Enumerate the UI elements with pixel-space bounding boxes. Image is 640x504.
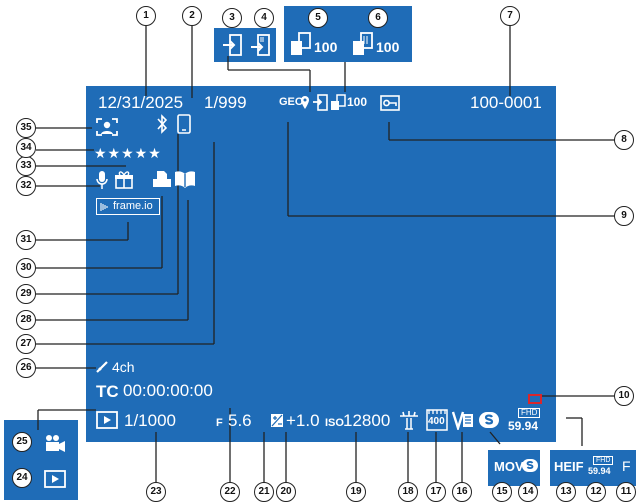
stabilization-s-icon bbox=[478, 410, 500, 430]
transfer-order-large-icon bbox=[290, 32, 312, 56]
transfer-count: 100 bbox=[347, 95, 368, 109]
iso-prefix: ISO bbox=[325, 417, 344, 429]
print-order-icon bbox=[152, 170, 172, 189]
image-transfer-order-icon bbox=[330, 94, 346, 111]
callout-28: 28 bbox=[16, 310, 36, 330]
timecode: 00:00:00:00 bbox=[123, 381, 213, 400]
film-simulation-icon: 400 bbox=[426, 409, 448, 431]
iso-value: 12800 bbox=[343, 411, 391, 430]
location-pin-icon bbox=[300, 95, 310, 111]
callout-34: 34 bbox=[16, 138, 36, 158]
callout-8: 8 bbox=[614, 130, 634, 150]
movie-format: FHD bbox=[518, 408, 541, 418]
callout-11: 11 bbox=[616, 482, 636, 502]
exposure-comp-value: +1.0 bbox=[286, 411, 320, 430]
white-balance-icon bbox=[398, 410, 420, 430]
inset-frame-rate: 59.94 bbox=[588, 466, 611, 476]
inset-fhd: FHD bbox=[593, 456, 614, 465]
inset-file-type: HEIF bbox=[554, 459, 584, 474]
callout-14: 14 bbox=[518, 482, 538, 502]
callout-box-5-6 bbox=[284, 6, 412, 62]
camera-display-screen bbox=[86, 86, 556, 442]
photobook-icon bbox=[174, 170, 196, 188]
inset-movie-format: MOV bbox=[494, 459, 524, 474]
aperture-prefix: F bbox=[216, 417, 223, 429]
bluetooth-icon bbox=[156, 114, 168, 134]
callout-17: 17 bbox=[426, 482, 446, 502]
movie-camera-icon bbox=[44, 434, 66, 452]
callout-33: 33 bbox=[16, 156, 36, 176]
callout-26: 26 bbox=[16, 358, 36, 378]
callout-7: 7 bbox=[500, 6, 520, 26]
protect-key-icon bbox=[380, 95, 400, 111]
playback-large-icon bbox=[44, 470, 66, 488]
timecode-prefix: TC bbox=[96, 382, 119, 401]
callout-25: 25 bbox=[12, 432, 32, 452]
audio-channels: 4ch bbox=[112, 359, 135, 375]
callout-29: 29 bbox=[16, 284, 36, 304]
frame-number: 100-0001 bbox=[470, 93, 542, 112]
callout-23: 23 bbox=[146, 482, 166, 502]
playback-mode-icon bbox=[96, 411, 118, 429]
geo-tag-label: GEO bbox=[279, 96, 304, 108]
rating-stars: ★★★★★ bbox=[94, 145, 162, 161]
callout-27: 27 bbox=[16, 334, 36, 354]
transfer-out-large-icon bbox=[250, 34, 270, 56]
exposure-comp-icon bbox=[270, 413, 284, 428]
callout-10: 10 bbox=[614, 386, 634, 406]
shooting-date: 12/31/2025 bbox=[98, 93, 184, 112]
dynamic-range-icon bbox=[452, 410, 474, 430]
transfer-in-icon bbox=[312, 94, 328, 111]
callout-1: 1 bbox=[136, 6, 156, 26]
frame-rate: 59.94 bbox=[508, 419, 539, 433]
callout-21: 21 bbox=[254, 482, 274, 502]
callout-19: 19 bbox=[346, 482, 366, 502]
shutter-speed: 1/1000 bbox=[124, 411, 176, 430]
aperture-value: 5.6 bbox=[228, 411, 252, 430]
frameio-label: frame.io bbox=[113, 200, 153, 212]
box6-count: 100 bbox=[376, 39, 400, 55]
callout-31: 31 bbox=[16, 230, 36, 250]
callout-2: 2 bbox=[182, 6, 202, 26]
film-simulation-value: 400 bbox=[428, 416, 445, 427]
gift-icon bbox=[114, 170, 134, 189]
callout-16: 16 bbox=[452, 482, 472, 502]
callout-30: 30 bbox=[16, 258, 36, 278]
callout-35: 35 bbox=[16, 118, 36, 138]
frameio-badge: frame.io bbox=[96, 198, 160, 215]
inset-s-icon bbox=[522, 458, 538, 473]
callout-24: 24 bbox=[12, 468, 32, 488]
callout-32: 32 bbox=[16, 176, 36, 196]
frames-remaining: 1/999 bbox=[204, 93, 247, 112]
callout-22: 22 bbox=[220, 482, 240, 502]
callout-20: 20 bbox=[276, 482, 296, 502]
recording-warning-icon bbox=[528, 394, 542, 404]
smartphone-icon bbox=[177, 114, 191, 134]
face-detection-icon bbox=[96, 118, 118, 136]
callout-3: 3 bbox=[222, 8, 242, 28]
audio-mic-wedge-icon bbox=[96, 361, 108, 373]
callout-6: 6 bbox=[368, 8, 388, 28]
transfer-order-alt-large-icon bbox=[352, 32, 374, 56]
box5-count: 100 bbox=[314, 39, 338, 55]
callout-15: 15 bbox=[492, 482, 512, 502]
callout-12: 12 bbox=[586, 482, 606, 502]
movie-format-badge: FHD 59.94 bbox=[508, 408, 544, 434]
inset-quality: F bbox=[622, 458, 631, 474]
transfer-in-large-icon bbox=[222, 34, 242, 56]
callout-18: 18 bbox=[398, 482, 418, 502]
callout-13: 13 bbox=[556, 482, 576, 502]
callout-9: 9 bbox=[614, 206, 634, 226]
callout-4: 4 bbox=[254, 8, 274, 28]
callout-box-24-25 bbox=[4, 420, 78, 500]
microphone-icon bbox=[96, 170, 108, 190]
callout-5: 5 bbox=[308, 8, 328, 28]
